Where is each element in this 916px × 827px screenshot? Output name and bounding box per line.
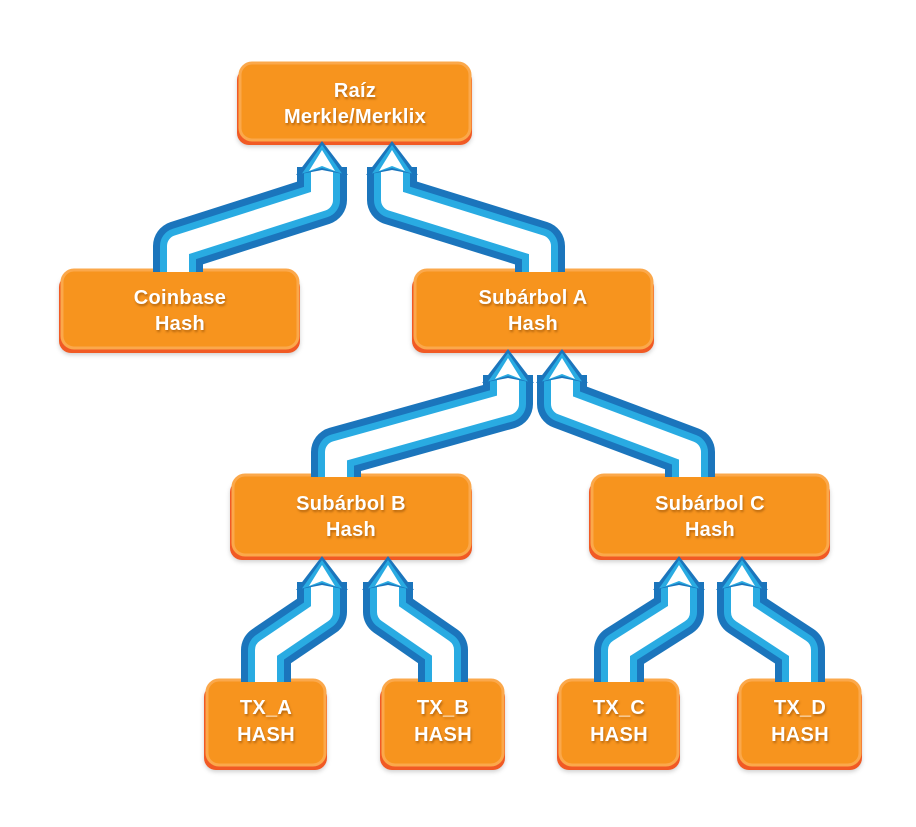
node-tx-a-label-line1: TX_A	[240, 697, 292, 719]
edge-ribbon-edge-core	[377, 582, 454, 682]
node-subarbol-b: Subárbol B Hash	[230, 473, 472, 560]
node-tx-c-label-line1: TX_C	[593, 697, 645, 719]
node-layer: Raíz Merkle/Merklix Coinbase Hash Subárb…	[59, 61, 862, 770]
edge-tx_d-to-sub_c-arrow	[716, 556, 825, 682]
node-subarbol-a: Subárbol A Hash	[412, 268, 654, 353]
edge-tx_c-to-sub_c-arrow	[594, 556, 705, 682]
node-tx-d-box	[738, 678, 862, 767]
node-tx-d-label-line2: HASH	[771, 724, 829, 746]
node-subarbol-b-label-line2: Hash	[326, 519, 376, 541]
edge-ribbon-edge-core	[731, 582, 811, 682]
node-subarbol-c-box	[590, 473, 830, 557]
node-tx-d: TX_D HASH	[737, 678, 862, 770]
edge-sub_a-to-root-arrow	[366, 141, 565, 272]
node-tx-d-label-line1: TX_D	[774, 697, 826, 719]
arrowhead-head-core	[309, 150, 335, 171]
node-tx-a: TX_A HASH	[204, 678, 327, 770]
arrowhead-head-core	[379, 150, 405, 171]
edge-layer	[153, 141, 825, 682]
edge-ribbon-edge-core	[167, 167, 333, 272]
arrowhead-head-core	[666, 565, 692, 586]
node-coinbase: Coinbase Hash	[59, 268, 300, 353]
arrowhead-head-core	[729, 565, 755, 586]
node-coinbase-box	[60, 268, 300, 350]
node-tx-b: TX_B HASH	[380, 678, 505, 770]
edge-ribbon-edge-core	[381, 167, 551, 272]
node-tx-c-box	[558, 678, 680, 767]
node-subarbol-a-label-line2: Hash	[508, 313, 558, 335]
edge-ribbon-edge-core	[255, 582, 333, 682]
arrowhead-head-core	[375, 565, 401, 586]
edge-tx_a-to-sub_b-arrow	[241, 556, 348, 682]
node-tx-b-label-line2: HASH	[414, 724, 472, 746]
node-subarbol-b-box	[231, 473, 472, 557]
edge-coinbase-to-root-arrow	[153, 141, 348, 272]
node-root-box	[238, 61, 472, 142]
arrowhead-head-core	[309, 565, 335, 586]
edge-ribbon-edge-core	[551, 375, 701, 477]
arrowhead-head-core	[549, 358, 575, 379]
node-tx-c-label-line2: HASH	[590, 724, 648, 746]
node-tx-b-label-line1: TX_B	[417, 697, 469, 719]
node-subarbol-c: Subárbol C Hash	[589, 473, 830, 560]
node-tx-a-label-line2: HASH	[237, 724, 295, 746]
node-subarbol-c-label-line2: Hash	[685, 519, 735, 541]
node-tx-c: TX_C HASH	[557, 678, 680, 770]
node-subarbol-b-label-line1: Subárbol B	[296, 493, 406, 515]
node-coinbase-label-line1: Coinbase	[134, 287, 226, 309]
edge-ribbon-edge-core	[325, 375, 519, 477]
node-subarbol-a-label-line1: Subárbol A	[479, 287, 588, 309]
arrowhead-head-core	[495, 358, 521, 379]
node-root-label-line2: Merkle/Merklix	[284, 106, 426, 128]
node-root: Raíz Merkle/Merklix	[237, 61, 472, 145]
edge-sub_b-to-sub_a-arrow	[311, 349, 534, 477]
node-tx-a-box	[205, 678, 327, 767]
node-subarbol-a-box	[413, 268, 654, 350]
edge-sub_c-to-sub_a-arrow	[536, 349, 715, 477]
node-subarbol-c-label-line1: Subárbol C	[655, 493, 765, 515]
edge-tx_b-to-sub_b-arrow	[362, 556, 468, 682]
edge-ribbon-edge-core	[608, 582, 690, 682]
node-tx-b-box	[381, 678, 505, 767]
node-root-label-line1: Raíz	[334, 80, 376, 102]
node-coinbase-label-line2: Hash	[155, 313, 205, 335]
